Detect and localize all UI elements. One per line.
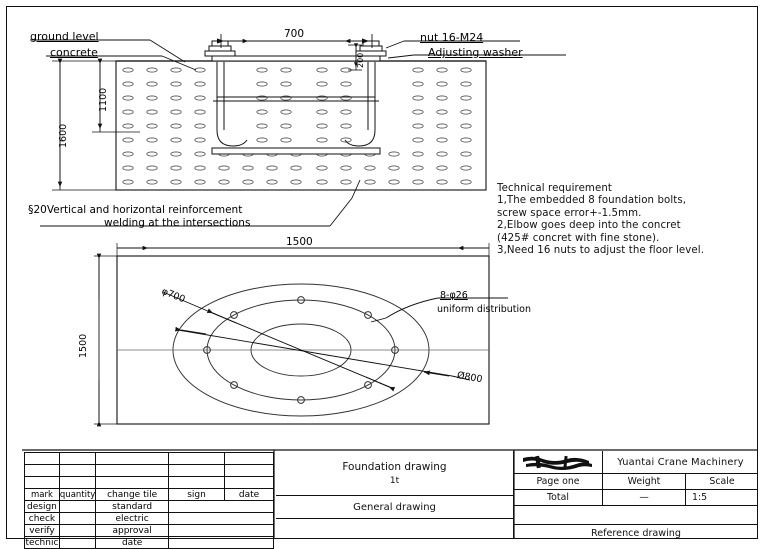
label-ground-level: ground level — [30, 30, 99, 43]
cell-design: design — [24, 500, 60, 513]
rev-blank — [58, 476, 97, 489]
techreq-line-2: screw space error+-1.5mm. — [497, 207, 642, 219]
techreq-line-3: 2,Elbow goes deep into the concret — [497, 220, 681, 232]
center-spacer — [276, 519, 513, 540]
cell-check: check — [24, 512, 60, 525]
rev-blank — [95, 464, 169, 477]
header-quantity: quantity — [58, 488, 97, 501]
revision-table: mark quantity change tile sign date desi… — [24, 452, 275, 549]
label-nut: nut 16-M24 — [420, 31, 484, 44]
label-page-one: Page one — [514, 474, 603, 489]
header-sign: sign — [167, 488, 226, 501]
rev-blank — [24, 464, 60, 477]
dim-plan-width: 1500 — [286, 236, 313, 248]
label-concrete: concrete — [50, 46, 98, 59]
dim-200: 200 — [356, 52, 365, 68]
header-change-tile: change tile — [95, 488, 169, 501]
rev-blank — [224, 452, 274, 465]
label-scale: Scale — [709, 476, 735, 487]
cell-blank — [167, 500, 275, 513]
table-row — [24, 452, 274, 465]
table-row: check electric — [24, 512, 275, 525]
dim-700: 700 — [284, 28, 305, 40]
rev-blank — [58, 452, 97, 465]
dim-plan-height: 1500 — [78, 333, 89, 358]
callout-uniform-distribution: uniform distribution — [437, 304, 531, 315]
cell-blank — [167, 524, 275, 537]
center-title-block: Foundation drawing 1t General drawing — [276, 451, 514, 539]
techreq-line-1: 1,The embedded 8 foundation bolts, — [497, 195, 687, 207]
label-weight: Weight — [603, 474, 686, 489]
drawing-subtitle: 1t — [389, 475, 400, 486]
callout-bolt-count: 8-φ26 — [440, 290, 468, 301]
company-name: Yuantai Crane Machinery — [617, 456, 744, 468]
cell-electric: electric — [95, 512, 169, 525]
techreq-heading: Technical requirement — [497, 183, 612, 194]
cell-approval: approval — [95, 524, 169, 537]
rev-blank — [95, 452, 169, 465]
label-adjusting-washer: Adjusting washer — [428, 46, 523, 59]
header-mark: mark — [24, 488, 60, 501]
table-row: technic date — [24, 536, 275, 549]
table-row — [24, 464, 274, 477]
rebar-note-line-1: 20Vertical and horizontal reinforcement — [33, 204, 243, 216]
table-row: design standard — [24, 500, 275, 513]
reference-drawing-label: Reference drawing — [591, 528, 681, 539]
rev-blank — [167, 464, 226, 477]
cell-standard: standard — [95, 500, 169, 513]
yuantai-logo-icon — [523, 455, 592, 470]
dim-1100: 1100 — [98, 87, 109, 112]
value-total: Total — [514, 490, 603, 505]
sheet-border — [6, 6, 758, 539]
rev-blank — [167, 452, 226, 465]
table-row: verify approval — [24, 524, 275, 537]
cell-blank — [58, 512, 97, 525]
rev-blank — [167, 476, 226, 489]
rev-blank — [95, 476, 169, 489]
techreq-line-5: 3,Need 16 nuts to adjust the floor level… — [497, 245, 705, 257]
general-drawing-label: General drawing — [353, 501, 436, 513]
company-title-block: Yuantai Crane Machinery Page one Weight … — [514, 451, 758, 539]
rev-blank — [24, 452, 60, 465]
rev-blank — [24, 476, 60, 489]
techreq-line-4: (425# concret with fine stone). — [497, 232, 660, 244]
value-scale: 1:5 — [692, 492, 708, 503]
cell-blank — [167, 512, 275, 525]
cell-blank — [58, 500, 97, 513]
rev-blank — [224, 476, 274, 489]
cell-blank — [58, 524, 97, 537]
drawing-title: Foundation drawing — [342, 460, 447, 473]
dim-1600: 1600 — [58, 123, 69, 148]
cell-verify: verify — [24, 524, 60, 537]
header-date: date — [224, 488, 274, 501]
value-weight: — — [603, 490, 686, 505]
table-row — [24, 476, 274, 489]
rebar-note-line-2: welding at the intersections — [104, 217, 251, 229]
technical-requirement-block: Technical requirement 1,The embedded 8 f… — [497, 183, 765, 257]
table-header-row: mark quantity change tile sign date — [24, 488, 274, 501]
company-logo — [514, 451, 603, 473]
rebar-note: §20Vertical and horizontal reinforcement — [28, 203, 242, 216]
blank-row — [514, 506, 758, 525]
phi-symbol-icon: § — [28, 203, 34, 216]
rev-blank — [224, 464, 274, 477]
rev-blank — [58, 464, 97, 477]
